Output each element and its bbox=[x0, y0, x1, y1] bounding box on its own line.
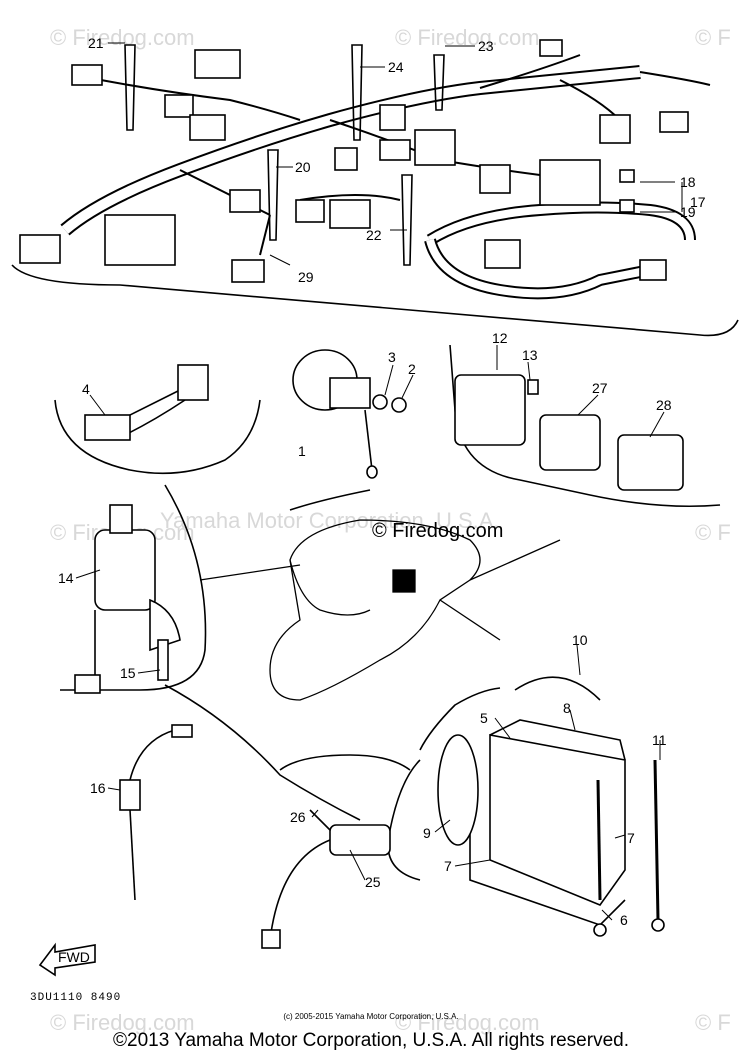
connector-icon bbox=[484, 239, 521, 269]
label-15: 15 bbox=[120, 665, 136, 681]
battery bbox=[437, 676, 665, 937]
fwd-arrow: FWD bbox=[38, 942, 96, 977]
label-21: 21 bbox=[88, 35, 104, 51]
connector-icon bbox=[229, 189, 261, 213]
watermark-bottom-right: © F bbox=[695, 1010, 731, 1035]
label-19: 19 bbox=[680, 204, 696, 220]
label-27: 27 bbox=[592, 380, 608, 396]
connector-icon bbox=[414, 129, 456, 166]
center-watermark: © Firedog.com bbox=[372, 520, 504, 542]
connector-icon bbox=[189, 114, 226, 141]
part-code: 3DU1110 8490 bbox=[30, 992, 122, 1004]
cable-tie-icon bbox=[267, 149, 279, 241]
fwd-label: FWD bbox=[58, 949, 90, 965]
main-harness bbox=[60, 54, 711, 300]
watermark-mid-right: © F bbox=[695, 520, 731, 545]
footer-copyright: ©2013 Yamaha Motor Corporation, U.S.A. A… bbox=[113, 1030, 629, 1051]
connector-icon bbox=[479, 164, 511, 194]
switch-28-icon bbox=[617, 434, 684, 491]
cable-tie-icon bbox=[124, 44, 136, 131]
sensor-16 bbox=[119, 724, 193, 901]
label-24: 24 bbox=[388, 59, 404, 75]
label-9: 9 bbox=[423, 825, 431, 841]
part-labels: 21 23 24 20 18 17 19 22 29 12 13 27 28 3… bbox=[58, 35, 706, 928]
main-switch-14 bbox=[74, 504, 181, 694]
connector-icon bbox=[599, 114, 631, 144]
cable-tie-icon bbox=[351, 44, 363, 141]
connector-icon bbox=[379, 104, 406, 131]
connector-icon bbox=[295, 199, 325, 223]
switch-12-icon bbox=[454, 374, 526, 446]
label-13: 13 bbox=[522, 347, 538, 363]
connector-icon bbox=[71, 64, 103, 86]
label-23: 23 bbox=[478, 38, 494, 54]
switch-1 bbox=[292, 349, 407, 479]
sub-harness-4 bbox=[84, 364, 209, 441]
label-8: 8 bbox=[563, 700, 571, 716]
label-26: 26 bbox=[290, 809, 306, 825]
label-5: 5 bbox=[480, 710, 488, 726]
relay-25 bbox=[261, 809, 391, 949]
watermark-top-left: © Firedog.com bbox=[50, 25, 195, 50]
label-22: 22 bbox=[366, 227, 382, 243]
connector-block-icon bbox=[104, 214, 176, 266]
label-12: 12 bbox=[492, 330, 508, 346]
label-18: 18 bbox=[680, 174, 696, 190]
connector-icon bbox=[231, 259, 265, 283]
label-1: 1 bbox=[298, 443, 306, 459]
label-29: 29 bbox=[298, 269, 314, 285]
label-28: 28 bbox=[656, 397, 672, 413]
frame-outline bbox=[199, 519, 561, 701]
cable-tie-icon bbox=[401, 174, 413, 266]
label-2: 2 bbox=[408, 361, 416, 377]
cable-tie-icon bbox=[433, 54, 445, 111]
label-3: 3 bbox=[388, 349, 396, 365]
connectors bbox=[19, 39, 689, 283]
relay-box-icon bbox=[539, 159, 601, 206]
cable-ties bbox=[124, 44, 445, 266]
label-20: 20 bbox=[295, 159, 311, 175]
switch-27-icon bbox=[539, 414, 601, 471]
label-11: 11 bbox=[652, 732, 667, 748]
watermark-bottom-center: © Firedog.com bbox=[395, 1010, 540, 1035]
connector-icon bbox=[19, 234, 61, 264]
connector-icon bbox=[639, 259, 667, 281]
label-14: 14 bbox=[58, 570, 74, 586]
label-10: 10 bbox=[572, 632, 588, 648]
label-7-left: 7 bbox=[444, 858, 452, 874]
connector-icon bbox=[194, 49, 241, 79]
label-16: 16 bbox=[90, 780, 106, 796]
small-copyright: (c) 2005-2015 Yamaha Motor Corporation, … bbox=[283, 1012, 459, 1021]
band-9-icon bbox=[437, 734, 479, 846]
fuse-icon bbox=[619, 199, 635, 213]
label-6: 6 bbox=[620, 912, 628, 928]
switches bbox=[454, 374, 684, 491]
connector-icon bbox=[334, 147, 358, 171]
label-4: 4 bbox=[82, 381, 90, 397]
connector-icon bbox=[659, 111, 689, 133]
fuse-icon bbox=[619, 169, 635, 183]
connector-icon bbox=[164, 94, 194, 118]
label-17: 17 bbox=[690, 194, 706, 210]
watermark-mid-faint: Yamaha Motor Corporation, U.S.A. bbox=[160, 508, 500, 533]
clip-13-icon bbox=[527, 379, 539, 395]
connector-icon bbox=[329, 199, 371, 229]
connector-icon bbox=[539, 39, 563, 57]
label-25: 25 bbox=[365, 874, 381, 890]
watermark-bottom-left: © Firedog.com bbox=[50, 1010, 195, 1035]
watermark-top-right: © F bbox=[695, 25, 731, 50]
leader-lines bbox=[75, 42, 683, 921]
connector-icon bbox=[379, 139, 411, 161]
label-7-right: 7 bbox=[627, 830, 635, 846]
